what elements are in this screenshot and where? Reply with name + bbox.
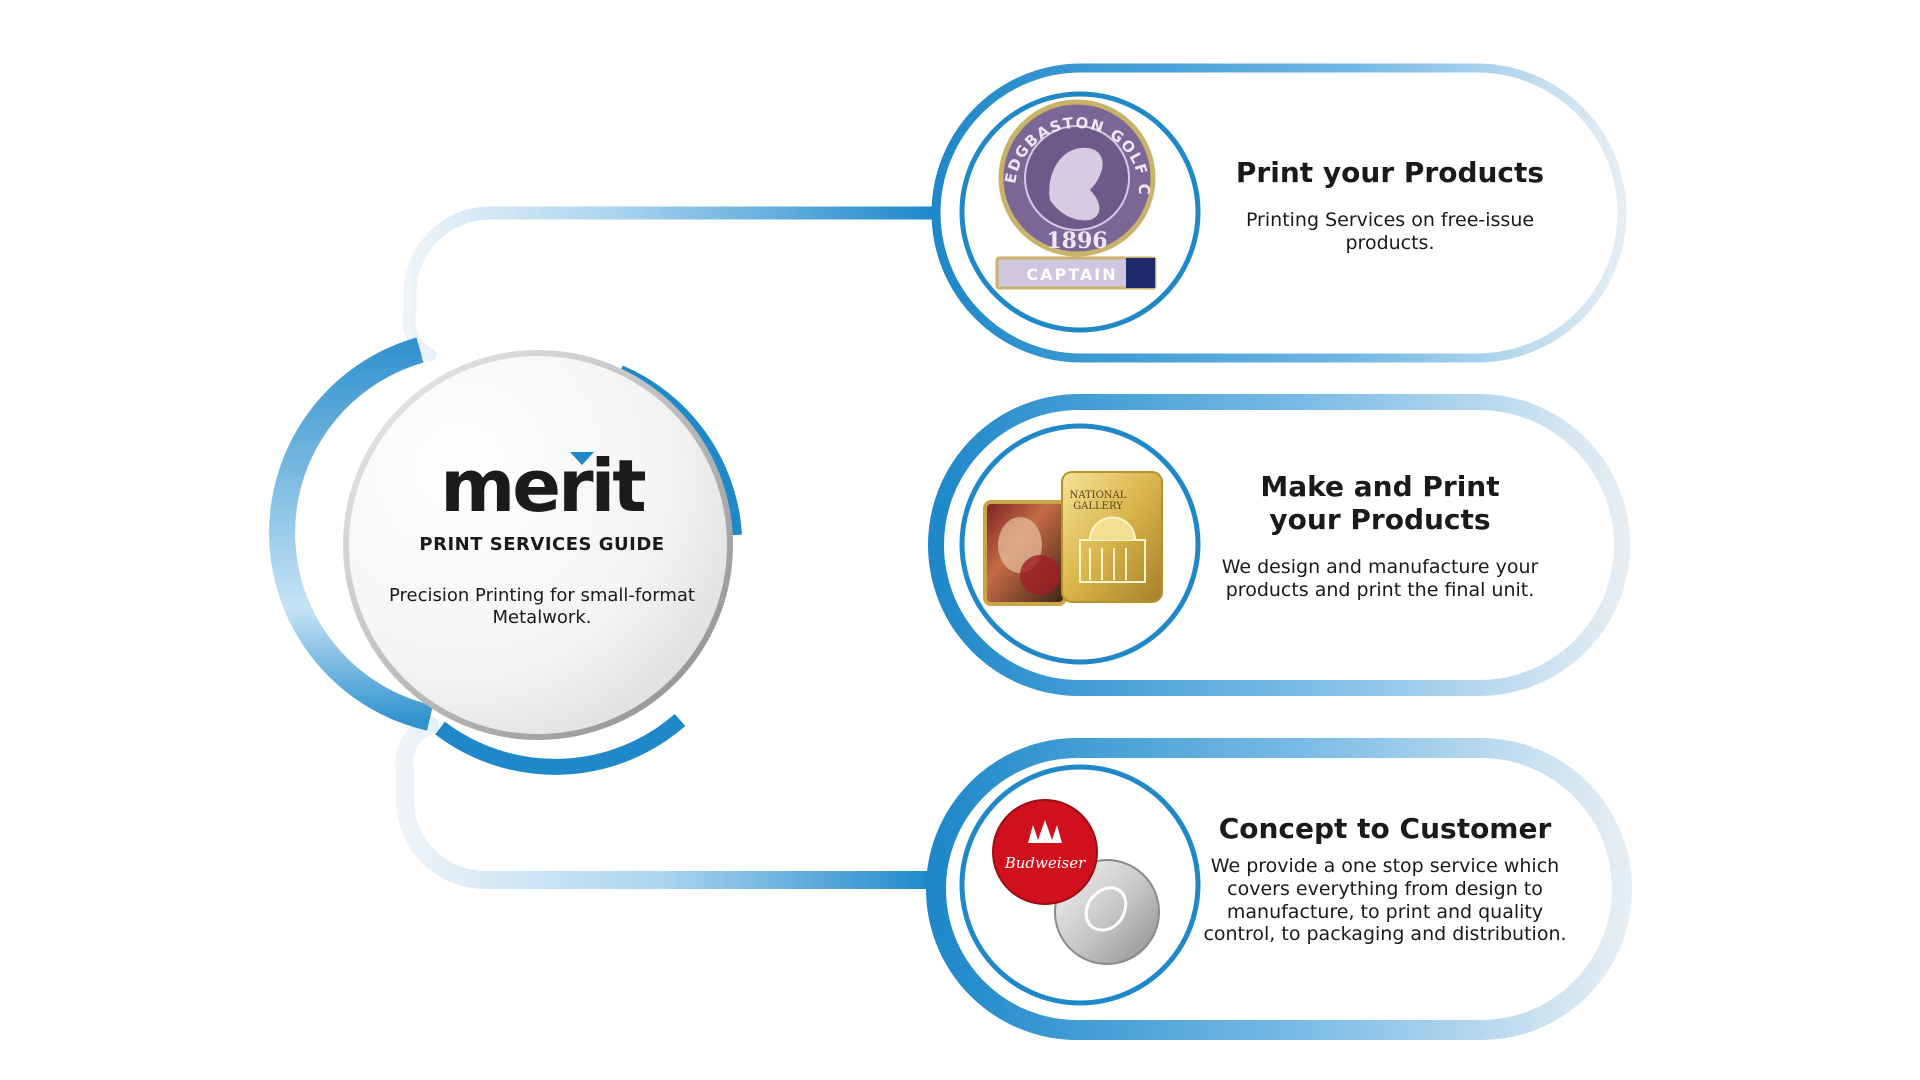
hub-center: merit PRINT SERVICES GUIDE Precision Pri… (352, 450, 732, 628)
card-2-title: Make and Print your Products (1260, 470, 1500, 537)
card-3-title: Concept to Customer (1218, 812, 1552, 845)
card-1-title: Print your Products (1235, 156, 1545, 189)
card-3-description: We provide a one stop service which cove… (1203, 855, 1567, 946)
card-1: Print your Products Printing Services on… (1210, 156, 1570, 255)
gallery-products-image: NATIONAL GALLERY (983, 471, 1163, 606)
card-2-description: We design and manufacture your products … (1221, 556, 1539, 601)
badge-banner-text: CAPTAIN (1026, 265, 1117, 284)
hub-subtitle: PRINT SERVICES GUIDE (419, 534, 665, 555)
card-2: Make and Print your Products We design a… (1210, 470, 1550, 602)
gallery-label-text: NATIONAL (1070, 490, 1127, 501)
svg-text:GALLERY: GALLERY (1073, 501, 1123, 512)
badge-year-text: 1896 (1046, 228, 1107, 254)
connector-bottom (395, 716, 944, 889)
logo-text: merit (440, 444, 646, 528)
merit-logo: merit (440, 450, 646, 522)
connector-top (402, 206, 942, 362)
card-3: Concept to Customer We provide a one sto… (1195, 812, 1575, 946)
hub-description: Precision Printing for small-format Meta… (389, 585, 695, 628)
card-1-description: Printing Services on free-issue products… (1245, 209, 1535, 254)
budweiser-label-text: Budweiser (1004, 854, 1086, 872)
coins-image: Budweiser (992, 799, 1160, 965)
hub-graphic (269, 337, 742, 775)
logo-accent-icon (569, 452, 594, 465)
